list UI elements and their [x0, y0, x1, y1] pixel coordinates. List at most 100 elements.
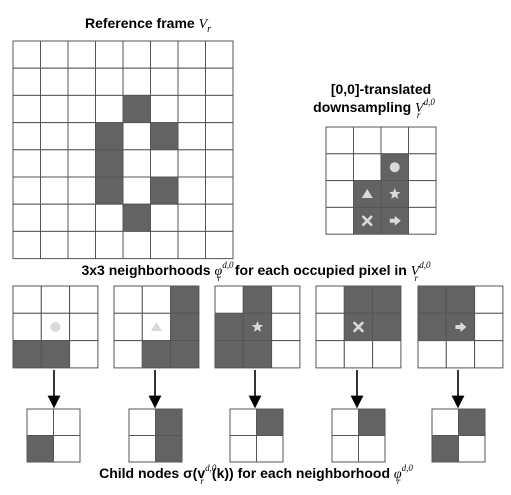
child-3-cell-0-0 — [229, 408, 257, 436]
reference-cell-5-2 — [67, 176, 96, 205]
reference-frame-title: Reference frame Vr — [85, 15, 211, 35]
neighborhood-5-cell-0-0 — [417, 285, 447, 314]
reference-cell-1-7 — [205, 67, 234, 96]
reference-cell-4-1 — [40, 149, 69, 178]
neighborhood-5-cell-2-0 — [417, 340, 447, 369]
reference-cell-1-2 — [67, 67, 96, 96]
child-3-cell-1-1 — [256, 435, 284, 463]
reference-cell-6-3 — [95, 203, 124, 232]
child-5-cell-1-1 — [458, 435, 486, 463]
reference-cell-2-5 — [150, 94, 179, 124]
reference-cell-2-3 — [95, 94, 124, 124]
reference-cell-0-4 — [122, 40, 151, 69]
child-2-cell-0-0 — [128, 408, 156, 436]
neighborhoods-row — [12, 285, 504, 369]
downsampling-title-line1: [0,0]-translated — [331, 81, 431, 97]
downsampled-grid — [325, 126, 437, 235]
reference-cell-5-5 — [150, 176, 179, 205]
cross-icon — [361, 215, 373, 227]
reference-cell-6-6 — [177, 203, 206, 232]
neighborhood-2-cell-2-2 — [170, 340, 200, 369]
neighborhood-3-cell-1-2 — [271, 312, 301, 342]
child-3-cell-1-0 — [229, 435, 257, 463]
reference-cell-1-5 — [150, 67, 179, 96]
neighborhood-1 — [12, 285, 99, 369]
neighborhood-5 — [417, 285, 504, 369]
arrow-right-icon — [455, 321, 467, 332]
reference-cell-7-1 — [40, 230, 69, 260]
neighborhood-2-cell-1-0 — [113, 312, 143, 342]
reference-cell-6-5 — [150, 203, 179, 232]
neighborhood-5-cell-2-1 — [445, 340, 476, 369]
neighborhood-1-cell-0-1 — [40, 285, 71, 314]
reference-cell-0-1 — [40, 40, 69, 69]
star-icon — [251, 320, 264, 332]
reference-cell-2-4 — [122, 94, 151, 124]
reference-cell-4-2 — [67, 149, 96, 178]
reference-cell-5-3 — [95, 176, 124, 205]
neighborhood-1-cell-0-0 — [12, 285, 42, 314]
neighborhood-2 — [113, 285, 200, 369]
downsampled-cell-2-0 — [325, 180, 354, 208]
circle-icon — [389, 162, 400, 173]
reference-cell-3-3 — [95, 122, 124, 151]
reference-cell-4-0 — [12, 149, 41, 178]
child-node-2 — [128, 408, 183, 463]
child-5-cell-0-0 — [431, 408, 459, 436]
neighborhood-4 — [315, 285, 402, 369]
neighborhood-3-cell-0-0 — [214, 285, 244, 314]
downsampled-cell-0-0 — [325, 126, 354, 155]
neighborhood-1-cell-1-0 — [12, 312, 42, 342]
reference-cell-0-5 — [150, 40, 179, 69]
reference-cell-2-2 — [67, 94, 96, 124]
neighborhood-1-cell-0-2 — [69, 285, 99, 314]
neighborhood-2-cell-2-1 — [141, 340, 172, 369]
downsampled-cell-0-3 — [408, 126, 437, 155]
reference-cell-6-0 — [12, 203, 41, 232]
star-icon — [389, 188, 401, 199]
child-nodes-row — [26, 408, 486, 463]
neighborhood-3 — [214, 285, 301, 369]
neighborhood-1-cell-2-0 — [12, 340, 42, 369]
child-node-4 — [331, 408, 386, 463]
circle-icon — [50, 321, 61, 332]
reference-cell-1-0 — [12, 67, 41, 96]
reference-cell-0-6 — [177, 40, 206, 69]
child-node-3 — [229, 408, 284, 463]
neighborhood-2-cell-0-2 — [170, 285, 200, 314]
reference-cell-5-1 — [40, 176, 69, 205]
reference-cell-5-4 — [122, 176, 151, 205]
neighborhood-2-cell-0-1 — [141, 285, 172, 314]
reference-cell-2-6 — [177, 94, 206, 124]
child-4-cell-0-1 — [358, 408, 386, 436]
downsampled-cell-2-3 — [408, 180, 437, 208]
reference-cell-0-0 — [12, 40, 41, 69]
child-5-cell-1-0 — [431, 435, 459, 463]
neighborhood-5-cell-1-0 — [417, 312, 447, 342]
downsampled-cell-3-3 — [408, 206, 437, 235]
neighborhood-2-cell-0-0 — [113, 285, 143, 314]
reference-cell-7-7 — [205, 230, 234, 260]
reference-cell-5-7 — [205, 176, 234, 205]
reference-cell-6-2 — [67, 203, 96, 232]
reference-cell-4-6 — [177, 149, 206, 178]
triangle-icon — [150, 321, 162, 331]
reference-cell-3-6 — [177, 122, 206, 151]
neighborhood-2-cell-2-0 — [113, 340, 143, 369]
neighborhood-4-cell-0-2 — [372, 285, 402, 314]
reference-cell-1-1 — [40, 67, 69, 96]
reference-cell-0-7 — [205, 40, 234, 69]
neighborhood-3-cell-0-1 — [242, 285, 273, 314]
reference-cell-2-7 — [205, 94, 234, 124]
reference-cell-7-0 — [12, 230, 41, 260]
downsampled-cell-1-0 — [325, 153, 354, 182]
neighborhood-5-cell-0-2 — [474, 285, 504, 314]
neighborhood-4-cell-0-0 — [315, 285, 345, 314]
reference-cell-2-0 — [12, 94, 41, 124]
reference-cell-2-1 — [40, 94, 69, 124]
reference-cell-5-6 — [177, 176, 206, 205]
reference-cell-1-4 — [122, 67, 151, 96]
